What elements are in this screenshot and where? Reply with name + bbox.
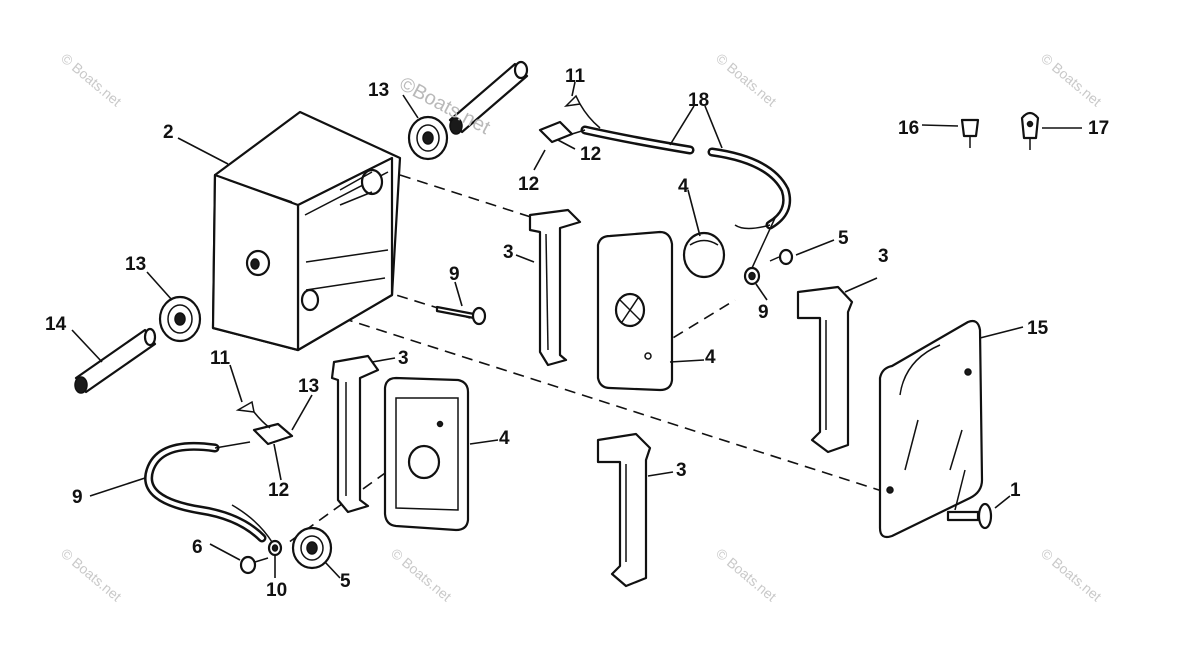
housing-box (211, 110, 402, 352)
watermark-tile: © Boats.net (388, 545, 455, 604)
leader-lines (71, 81, 1082, 579)
callout-4-upper: 4 (705, 347, 716, 368)
watermark-tile: © Boats.net (58, 545, 125, 604)
callout-10-upper: 11 (565, 66, 586, 87)
bracket-lower-left (330, 354, 380, 514)
callout-5-lower: 5 (340, 571, 351, 592)
bracket-right (796, 285, 854, 454)
terminal-17 (1020, 111, 1040, 150)
callout-16: 16 (898, 118, 919, 139)
tube-top (448, 60, 529, 135)
watermark-tile: © Boats.net (713, 50, 780, 109)
callout-4-lower: 4 (499, 428, 510, 449)
callout-10-lower: 11 (210, 348, 231, 369)
terminal-16 (960, 118, 980, 148)
callout-5-upper: 4 (678, 176, 689, 197)
callout-12-upper: 12 (518, 174, 539, 195)
bracket-upper-center (528, 208, 582, 367)
washer-upper (743, 266, 761, 286)
bushing-left (158, 295, 202, 343)
plate-upper (596, 230, 674, 392)
callout-15: 15 (1027, 318, 1049, 339)
bushing-top (407, 115, 449, 161)
callout-6-upper: 5 (838, 228, 849, 249)
callout-17: 17 (1088, 118, 1109, 139)
callout-13-left: 13 (125, 254, 146, 275)
washer-lower (267, 539, 283, 557)
callout-7: 9 (449, 264, 460, 285)
lens-plate (878, 319, 984, 539)
watermark-tile: © Boats.net (713, 545, 780, 604)
callout-9-lower: 10 (266, 580, 287, 601)
screw (435, 305, 487, 326)
screw-upper (769, 248, 794, 266)
harness-lower (144, 400, 294, 543)
callout-12-lower: 13 (298, 376, 319, 397)
callout-3-lower-left: 3 (398, 348, 409, 369)
watermark-tile: © Boats.net (58, 50, 125, 109)
callout-8: 9 (72, 487, 83, 508)
watermark-tile: © Boats.net (1038, 545, 1105, 604)
callout-1: 1 (1010, 480, 1021, 501)
callout-11-lower: 12 (268, 480, 289, 501)
callout-18: 18 (688, 90, 709, 111)
lens-screw (946, 502, 993, 530)
callout-labels: 2 13 13 14 9 3 11 12 12 18 4 5 9 3 15 4 … (45, 66, 1109, 601)
callout-6-lower: 6 (192, 537, 203, 558)
callout-11-upper: 12 (580, 144, 601, 165)
screw-lower (239, 555, 269, 575)
callout-13-top: 13 (368, 80, 389, 101)
watermark-tile: © Boats.net (1038, 50, 1105, 109)
tube-left (74, 327, 157, 394)
bracket-lower-center (596, 432, 652, 588)
callout-3-upper: 3 (503, 242, 514, 263)
callout-2: 2 (163, 122, 174, 143)
callout-3-right: 3 (878, 246, 889, 267)
lamp-lower (291, 526, 333, 570)
harness-upper (538, 94, 792, 269)
callout-3-lower-center: 3 (676, 460, 687, 481)
lamp-upper (682, 231, 726, 279)
plate-lower (383, 376, 470, 532)
callout-14: 14 (45, 314, 67, 335)
callout-9-upper: 9 (758, 302, 769, 323)
